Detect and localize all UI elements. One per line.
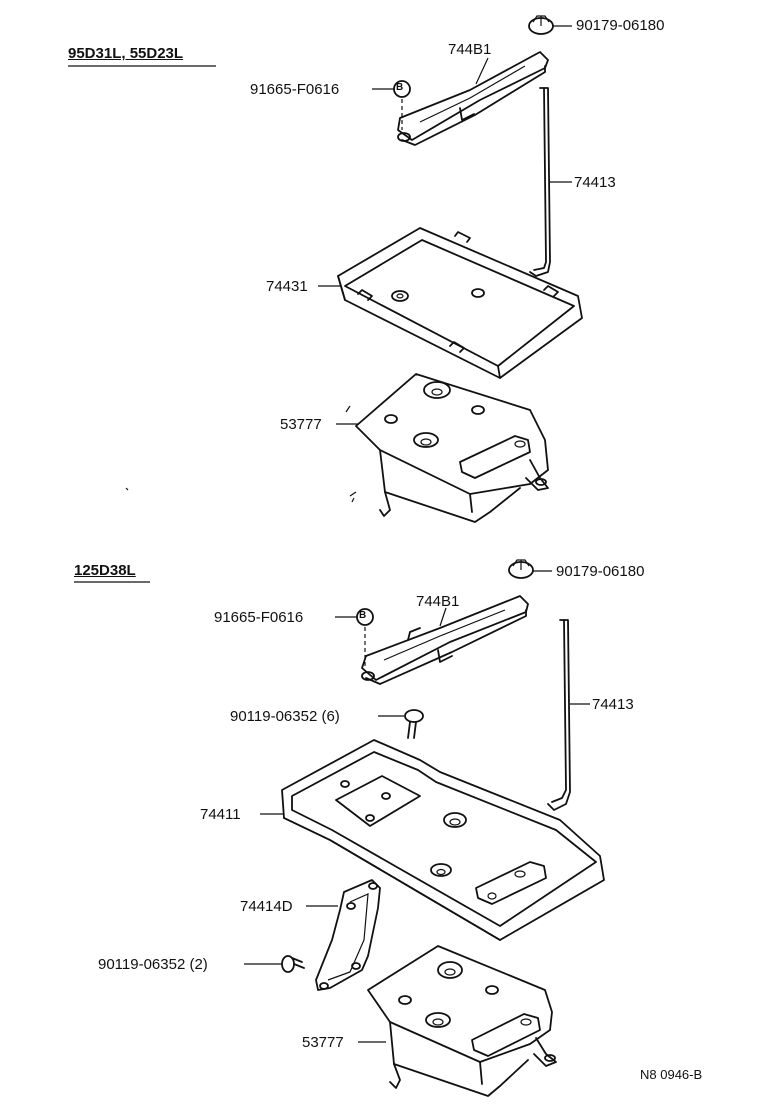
hold-down-rod-icon [529, 87, 551, 277]
battery-stay-icon [315, 879, 381, 991]
hold-down-rod-icon [547, 619, 571, 811]
reference-code: N8 0946-B [640, 1067, 703, 1082]
battery-tray-icon [337, 227, 583, 379]
battery-tray-icon [281, 739, 605, 941]
bottom-part-label-tray[interactable]: 74411 [200, 806, 241, 823]
top-part-label-rod[interactable]: 74413 [574, 174, 616, 191]
scan-mark [349, 491, 357, 503]
screw-icon [404, 709, 424, 739]
bottom-section-header: 125D38L [74, 562, 136, 579]
scan-mark [125, 487, 129, 491]
battery-carrier-icon [367, 945, 557, 1097]
top-part-label-tray[interactable]: 74431 [266, 278, 308, 295]
nut-icon [528, 15, 554, 35]
top-part-label-clamp[interactable]: 744B1 [448, 41, 492, 58]
leader-line [475, 57, 489, 85]
scan-mark [345, 405, 351, 413]
top-part-label-bracket[interactable]: 53777 [280, 416, 322, 433]
leader-line [439, 607, 447, 627]
top-part-label-bolt[interactable]: 91665-F0616 [250, 81, 340, 98]
bottom-part-label-screw[interactable]: 90119-06352 (6) [230, 708, 340, 725]
top-section-header: 95D31L, 55D23L [68, 45, 184, 62]
battery-carrier-icon [355, 373, 549, 523]
nut-icon [508, 559, 534, 579]
bottom-part-label-bolt[interactable]: 91665-F0616 [214, 609, 304, 626]
battery-clamp-icon [397, 51, 549, 146]
screw-icon [281, 955, 305, 973]
bottom-part-label-stay[interactable]: 74414D [240, 898, 293, 915]
bottom-part-label-clamp[interactable]: 744B1 [416, 593, 460, 610]
bottom-part-label-bracket[interactable]: 53777 [302, 1034, 344, 1051]
bolt-mark-text: B [396, 82, 404, 93]
top-part-label-nut[interactable]: 90179-06180 [576, 17, 665, 34]
battery-clamp-icon [361, 595, 529, 685]
bottom-part-label-rod[interactable]: 74413 [592, 696, 634, 713]
bolt-mark-text: B [359, 610, 367, 621]
bottom-part-label-nut[interactable]: 90179-06180 [556, 563, 645, 580]
bottom-part-label-screw2[interactable]: 90119-06352 (2) [98, 956, 208, 973]
